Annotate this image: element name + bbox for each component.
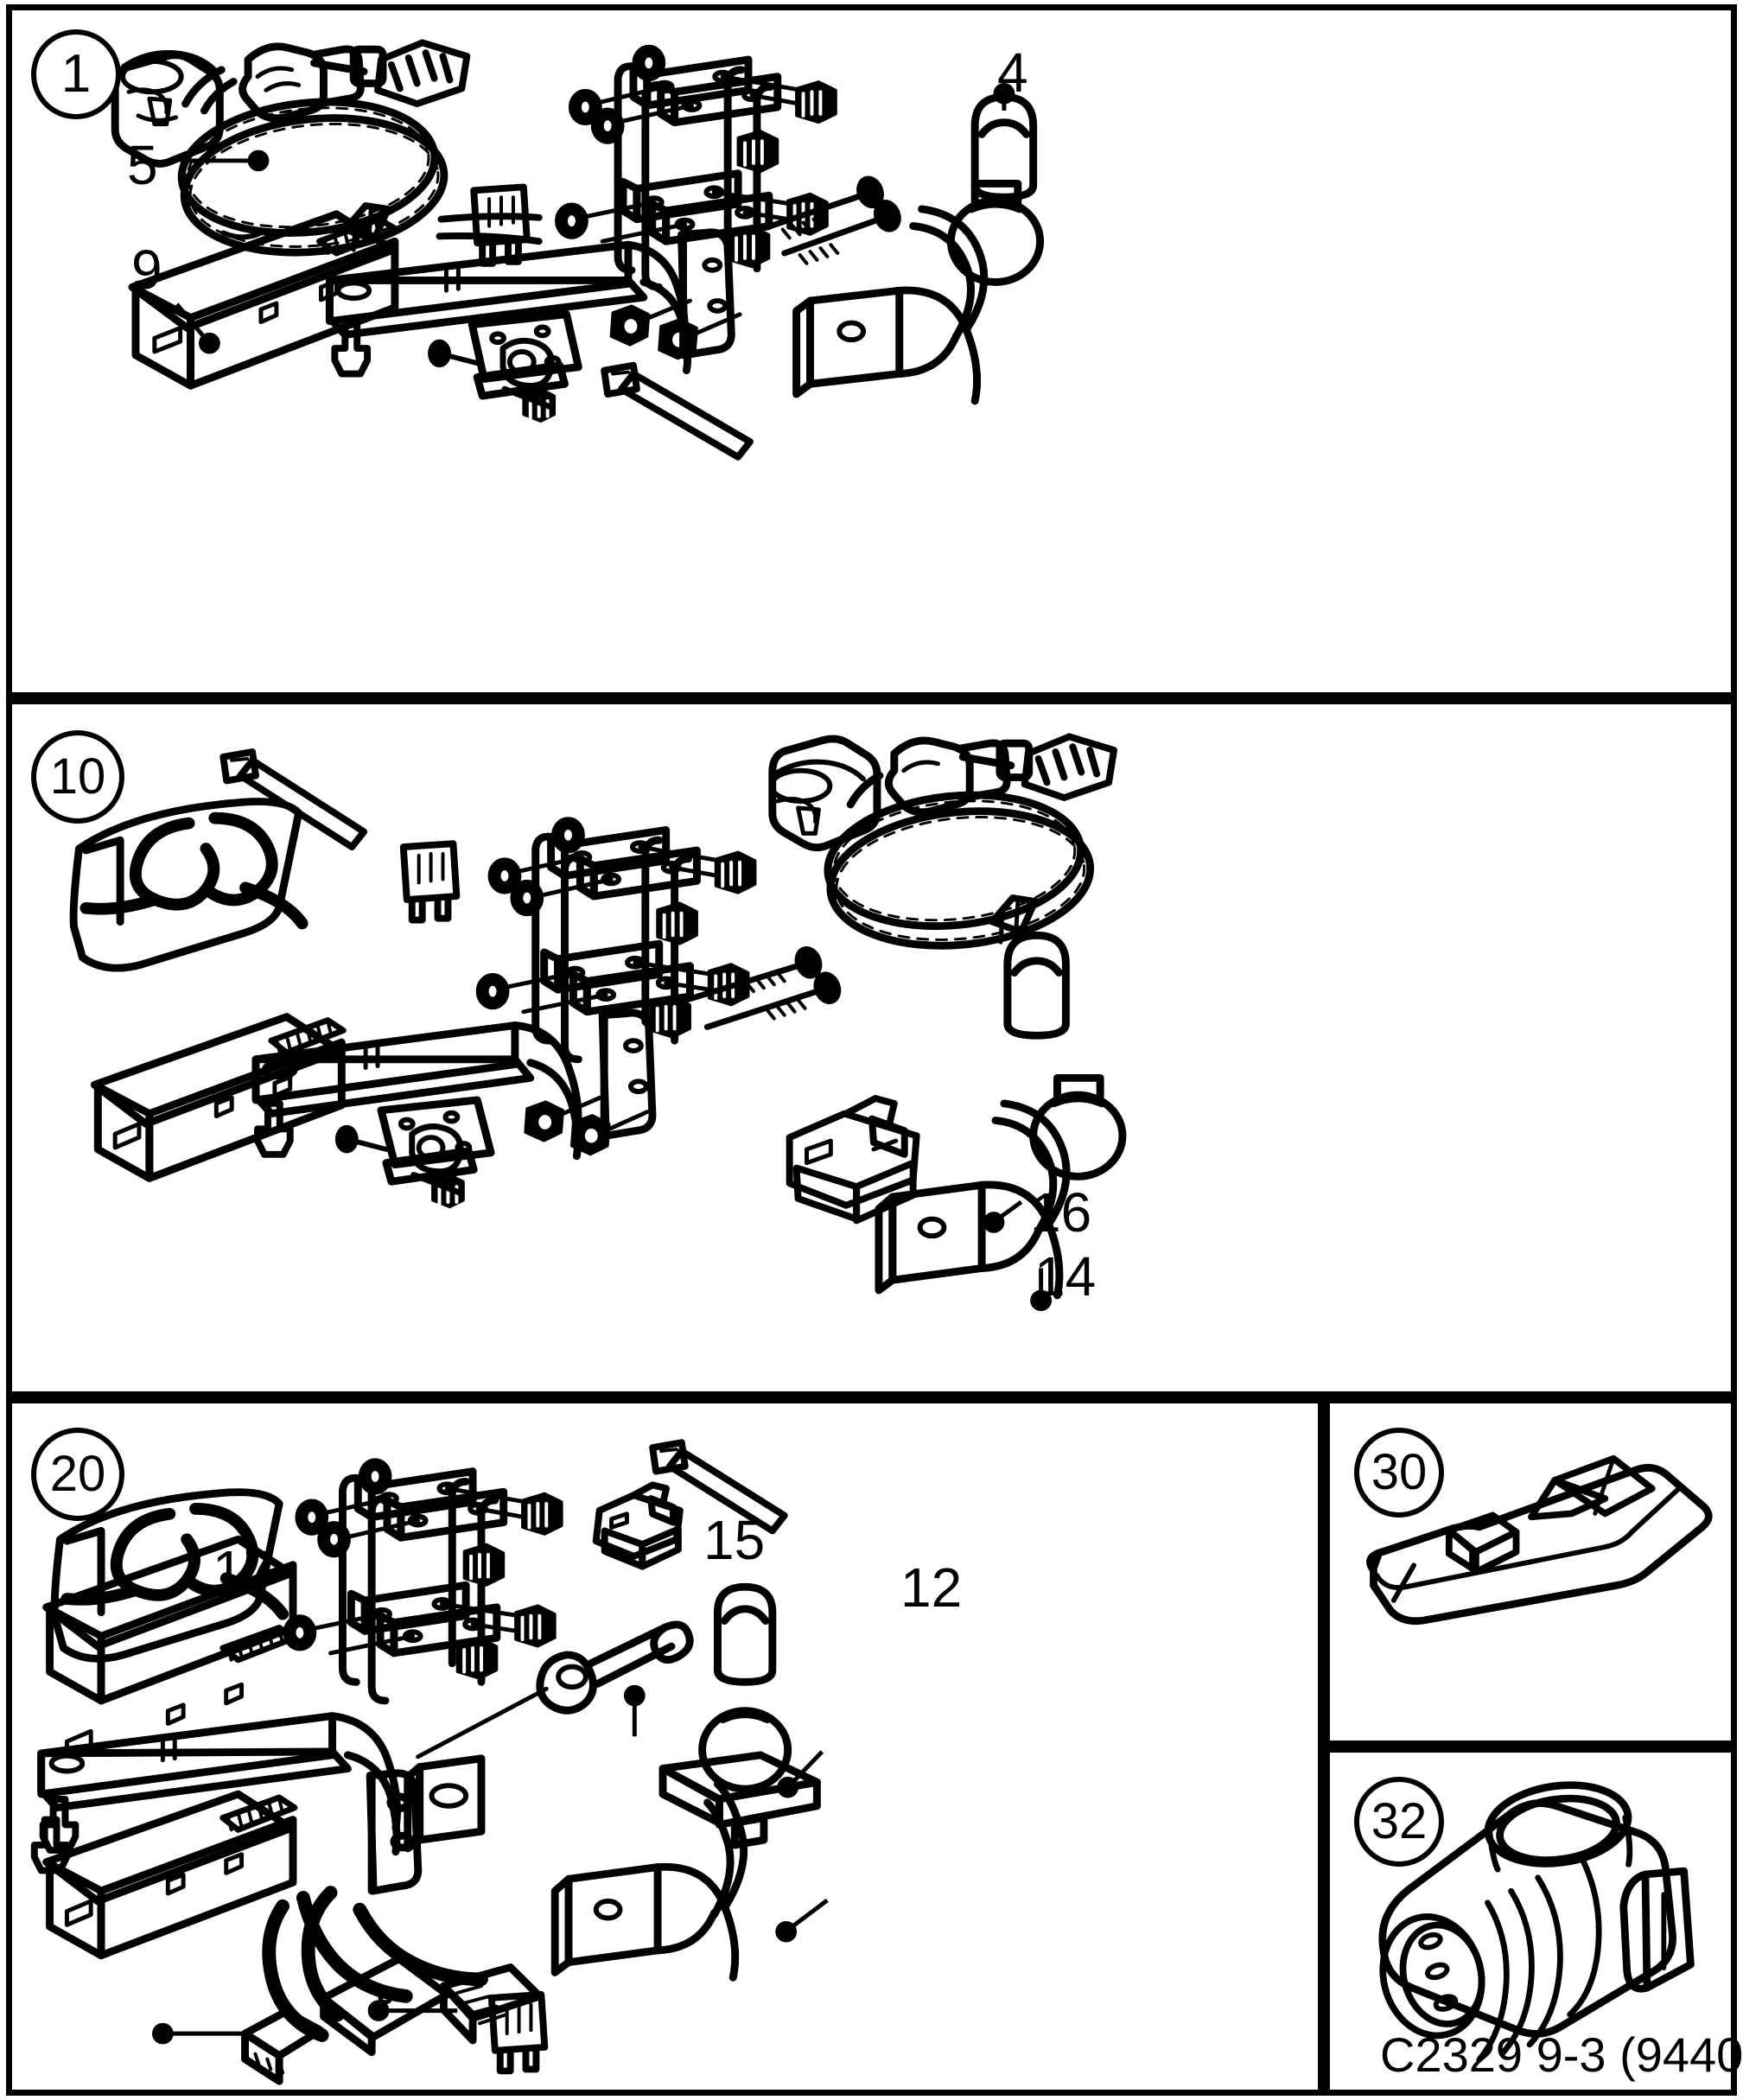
panel-2-artwork <box>12 704 1731 1391</box>
sheet-caption: C2329 9-3 (9440) <box>1380 2027 1743 2082</box>
panel-1: 1 <box>6 4 1737 698</box>
panel-1-artwork <box>12 10 1731 692</box>
callout-label-12: 12 <box>900 1556 963 1619</box>
callout-leader-4 <box>993 83 1015 111</box>
panel-4: 30 <box>1324 1397 1737 1747</box>
panel-2: 10 <box>6 698 1737 1615</box>
panel-3-callout-leaders <box>151 1684 829 2045</box>
callout-label-4: 4 <box>997 41 1028 104</box>
panel-5: 32 <box>1324 1747 1743 2096</box>
panel-1-badge: 1 <box>31 29 121 119</box>
callout-label-9: 9 <box>131 239 162 301</box>
callout-leader-9 <box>175 302 220 354</box>
panel-2-badge: 10 <box>31 730 124 824</box>
panel-2-callout-leaders <box>983 1200 1053 1312</box>
callout-label-16: 16 <box>1030 1181 1092 1244</box>
panel-3-artwork <box>12 1403 1318 2090</box>
callout-label-15: 15 <box>703 1509 766 1571</box>
callout-label-17: 17 <box>213 1539 275 1601</box>
panel-3-badge: 20 <box>31 1428 124 1521</box>
callout-leader-5 <box>180 150 270 172</box>
callout-label-14: 14 <box>1034 1245 1097 1308</box>
panel-3: 20 <box>6 1397 1324 2096</box>
panel-4-badge: 30 <box>1354 1428 1444 1518</box>
callout-label-5: 5 <box>127 134 158 196</box>
panel-5-badge: 32 <box>1354 1777 1444 1867</box>
